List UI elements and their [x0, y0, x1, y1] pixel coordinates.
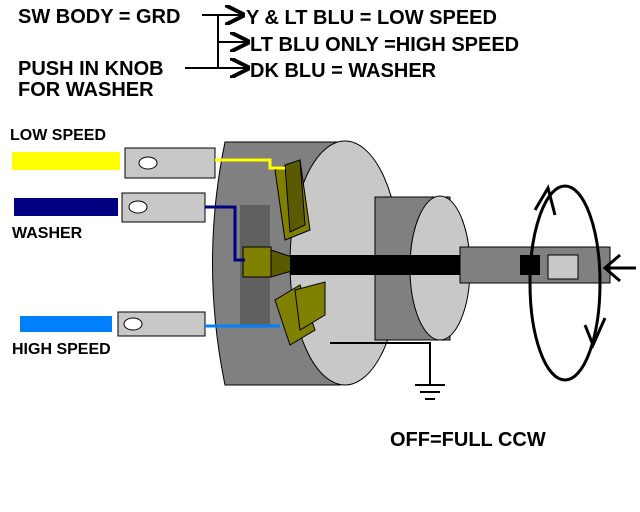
high-speed-wire: HIGH SPEED: [12, 311, 280, 358]
output-low-speed: Y & LT BLU = LOW SPEED: [246, 7, 497, 29]
output-high-speed: LT BLU ONLY =HIGH SPEED: [250, 34, 519, 56]
push-knob-label-2: FOR WASHER: [18, 79, 154, 101]
push-knob-label-1: PUSH IN KNOB: [18, 58, 164, 80]
off-note: OFF=FULL CCW: [390, 429, 546, 451]
rotation-arrow-icon: [528, 184, 607, 382]
shaft: [290, 246, 611, 284]
ground-symbol: [330, 342, 445, 400]
low-speed-wire: LOW SPEED: [10, 127, 285, 179]
sw-body-label: SW BODY = GRD: [18, 6, 180, 28]
high-speed-label: HIGH SPEED: [12, 341, 111, 358]
low-speed-label: LOW SPEED: [10, 127, 106, 144]
output-washer: DK BLU = WASHER: [250, 60, 437, 82]
washer-wire: WASHER: [12, 192, 245, 262]
washer-label: WASHER: [12, 225, 83, 242]
header-arrows: [185, 15, 248, 68]
contacts: [242, 159, 326, 346]
push-arrow-icon: [602, 253, 636, 283]
